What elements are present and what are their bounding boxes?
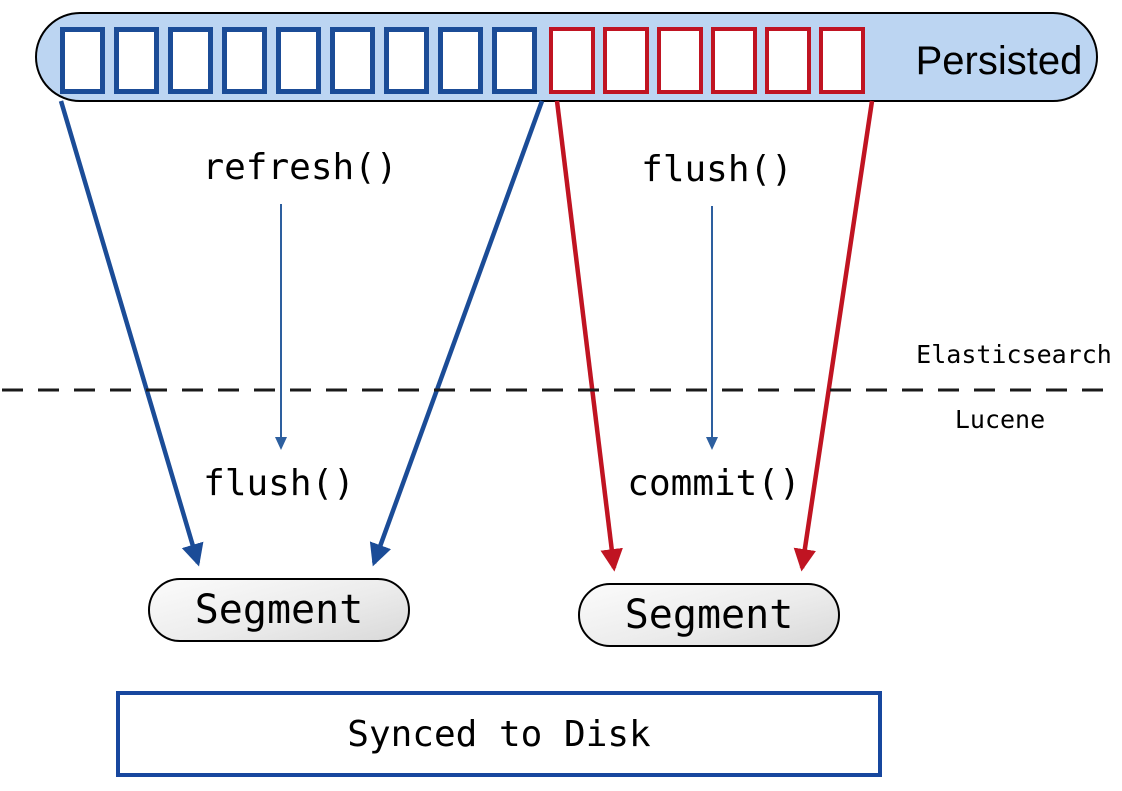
doc-boxes-blue	[60, 27, 537, 94]
synced-to-disk-label: Synced to Disk	[347, 713, 651, 755]
doc-box-red	[657, 27, 703, 94]
segment-left-label: Segment	[194, 587, 364, 633]
synced-to-disk-box: Synced to Disk	[116, 691, 882, 777]
flush-right-label: flush()	[641, 149, 793, 190]
segment-left: Segment	[148, 578, 410, 642]
commit-label: commit()	[627, 463, 801, 504]
doc-box-blue	[60, 27, 105, 94]
red-funnel-right-line	[793, 100, 875, 572]
refresh-label: refresh()	[202, 147, 398, 188]
blue-funnel-right-line	[369, 100, 545, 567]
doc-box-blue	[276, 27, 321, 94]
flush-left-label: flush()	[203, 463, 355, 504]
doc-box-blue	[438, 27, 483, 94]
doc-box-red	[711, 27, 757, 94]
doc-box-blue	[168, 27, 213, 94]
red-funnel-left-line	[554, 100, 623, 572]
doc-box-blue	[384, 27, 429, 94]
doc-box-blue	[222, 27, 267, 94]
doc-box-red	[549, 27, 595, 94]
doc-box-red	[819, 27, 865, 94]
segment-right-label: Segment	[624, 592, 794, 638]
lucene-label: Lucene	[954, 405, 1046, 434]
elasticsearch-label: Elasticsearch	[916, 340, 1112, 369]
doc-box-blue	[114, 27, 159, 94]
blue-funnel-left-line	[58, 100, 204, 567]
doc-box-blue	[330, 27, 375, 94]
segment-right: Segment	[578, 583, 840, 647]
doc-boxes-red	[549, 27, 865, 94]
doc-box-blue	[492, 27, 537, 94]
doc-box-red	[603, 27, 649, 94]
doc-box-red	[765, 27, 811, 94]
persisted-label: Persisted	[915, 39, 1083, 83]
